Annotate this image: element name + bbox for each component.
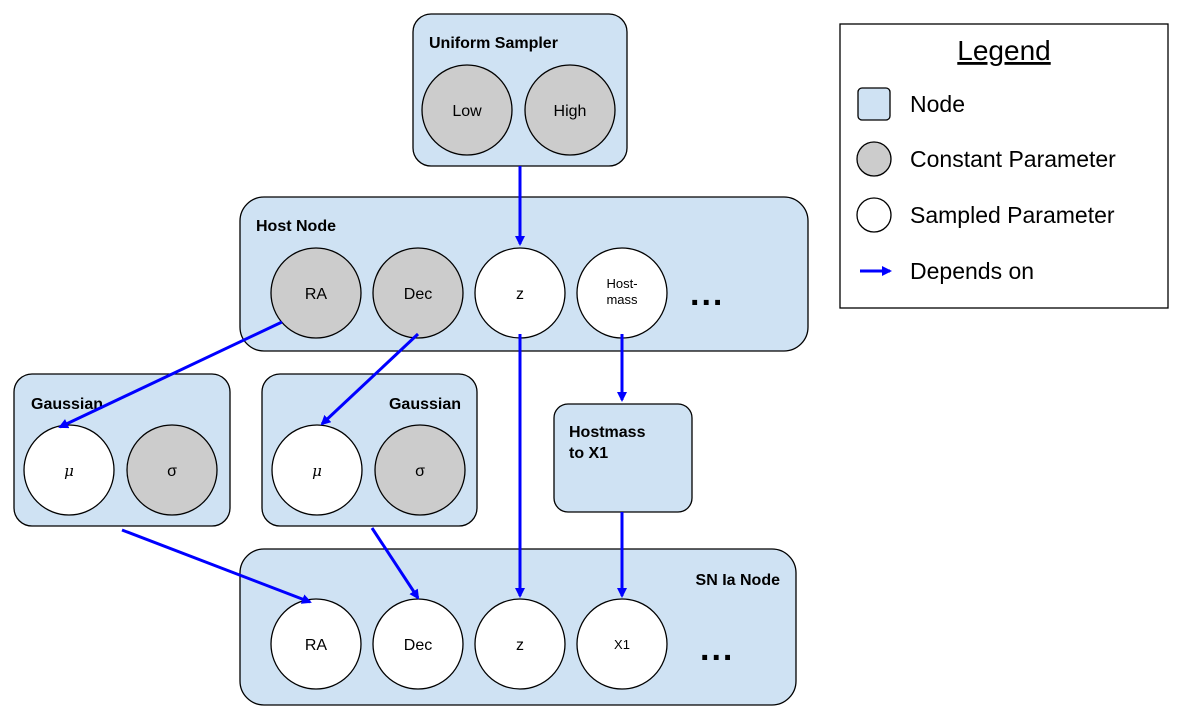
gaussian-left-sigma-label: σ	[167, 463, 177, 480]
legend-sampled-label: Sampled Parameter	[910, 202, 1115, 228]
high-param-label: High	[554, 103, 587, 120]
uniform-sampler-title: Uniform Sampler	[429, 35, 558, 52]
low-param-label: Low	[452, 103, 482, 120]
edge-gaussian-right-to-sn-dec	[370, 527, 420, 600]
sn-z-circle	[474, 598, 566, 690]
edge-gaussian-left-to-sn-ra	[121, 528, 312, 604]
host-hostmass-label-line1: Host-	[606, 276, 637, 291]
gaussian-left-mu-label: μ	[64, 462, 74, 480]
host-hostmass-label-line2: mass	[606, 292, 638, 307]
sn-ellipsis: ...	[700, 630, 734, 668]
uniform-sampler-node: Uniform Sampler Low High	[412, 13, 628, 167]
host-ra-label: RA	[305, 286, 328, 303]
high-param-circle	[524, 64, 616, 156]
sn-ra-circle	[270, 598, 362, 690]
host-dec-circle	[372, 247, 464, 339]
hostmass-to-x1-title-line1: Hostmass	[569, 424, 646, 441]
sn-node-title: SN Ia Node	[696, 572, 781, 589]
legend-node-swatch	[857, 87, 891, 121]
sn-ia-node: SN Ia Node RA Dec z X1 ...	[239, 548, 797, 706]
host-ellipsis: ...	[690, 275, 724, 313]
gaussian-left-title: Gaussian	[31, 396, 103, 413]
legend-node-label: Node	[910, 91, 965, 117]
gaussian-right-sigma-label: σ	[415, 463, 425, 480]
gaussian-left-node: Gaussian μ σ	[13, 373, 231, 527]
legend-depends-label: Depends on	[910, 258, 1034, 284]
gaussian-right-sigma-circle	[374, 424, 466, 516]
legend: Legend Node Constant Parameter Sampled P…	[839, 23, 1169, 309]
legend-title: Legend	[957, 35, 1050, 66]
legend-sampled-swatch	[856, 197, 892, 233]
low-param-circle	[421, 64, 513, 156]
gaussian-right-mu-circle	[271, 424, 363, 516]
host-ra-circle	[270, 247, 362, 339]
hostmass-to-x1-node: Hostmass to X1	[553, 403, 693, 513]
edge-host-ra-to-gaussian-left-mu	[58, 320, 283, 429]
gaussian-right-title: Gaussian	[389, 396, 461, 413]
edge-host-dec-to-gaussian-right-mu	[320, 332, 420, 426]
gaussian-right-node: Gaussian μ σ	[261, 373, 478, 527]
legend-constant-label: Constant Parameter	[910, 146, 1116, 172]
gaussian-right-mu-label: μ	[312, 462, 322, 480]
sn-ra-label: RA	[305, 637, 328, 654]
sn-dec-label: Dec	[404, 637, 432, 654]
gaussian-left-sigma-circle	[126, 424, 218, 516]
sn-x1-label: X1	[614, 637, 630, 652]
host-z-label: z	[516, 286, 524, 303]
legend-constant-swatch	[856, 141, 892, 177]
host-node-title: Host Node	[256, 218, 336, 235]
host-node: Host Node RA Dec z Host- mass ...	[239, 196, 809, 352]
sn-z-label: z	[516, 637, 524, 654]
host-dec-label: Dec	[404, 286, 432, 303]
hostmass-to-x1-title-line2: to X1	[569, 445, 608, 462]
sn-x1-circle	[576, 598, 668, 690]
